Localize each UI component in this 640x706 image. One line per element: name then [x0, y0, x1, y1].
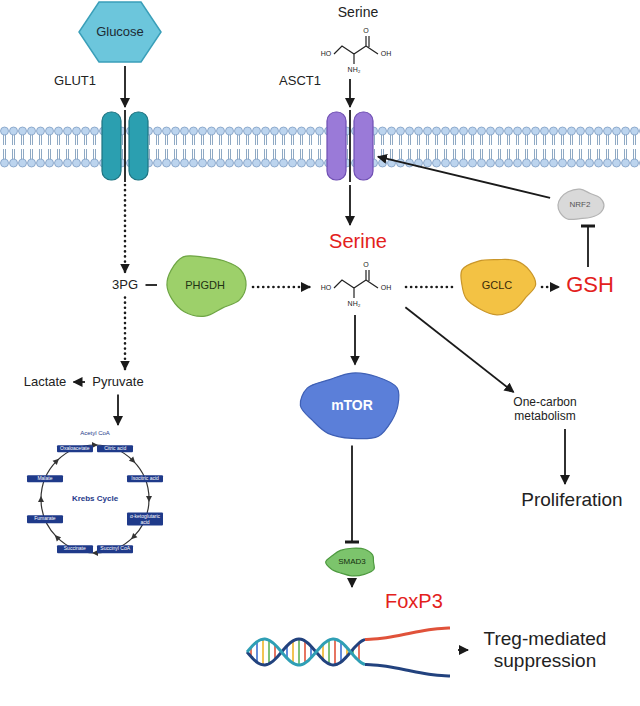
pathway-arrow — [351, 582, 353, 587]
transporter-shape — [100, 110, 150, 182]
transporter: GLUT1 — [100, 110, 150, 182]
atom-label: HO — [321, 284, 332, 292]
cycle-intermediate: Citric acid — [97, 445, 133, 453]
pathway-arrow — [74, 381, 86, 383]
node-text: Treg-mediated suppression — [475, 628, 615, 672]
node-text: NRF2 — [570, 200, 591, 209]
node-text: GCLC — [482, 279, 513, 292]
inhibition-arrow — [587, 226, 589, 267]
transporter-shape — [325, 110, 375, 182]
cell-membrane — [0, 126, 640, 168]
node-text: Serine — [338, 4, 378, 20]
node-text: ASCT1 — [261, 74, 321, 89]
pathway-arrow — [117, 395, 119, 426]
node-text: One-carbon metabolism — [495, 396, 595, 424]
node-text: Krebs Cycle — [72, 494, 118, 503]
node-text: 3PG — [112, 278, 138, 293]
nrf2-protein: NRF2 — [553, 187, 607, 223]
node-text: GSH — [566, 272, 614, 297]
node-text: Glucose — [96, 25, 144, 40]
atom-label: HO — [321, 50, 332, 58]
cycle-intermediate: Acetyl CoA — [80, 430, 110, 437]
transporter: ASCT1 — [325, 110, 375, 182]
dna-gene: FoxP3 — [235, 590, 455, 690]
metabolite: 3PG — [108, 276, 143, 295]
pathway-arrow — [146, 284, 158, 286]
node-text: Proliferation — [521, 489, 622, 511]
inhibition-arrow — [351, 446, 353, 543]
outcome-label: Treg-mediated suppression — [471, 626, 619, 674]
cycle-intermediate: Succinyl CoA — [97, 545, 133, 553]
atom-label: OH — [381, 284, 392, 292]
cycle-intermediate: α-ketoglutaric acid — [127, 513, 163, 526]
node-text: FoxP3 — [385, 590, 455, 613]
pathway-arrow — [253, 286, 310, 289]
metabolite: Lactate — [20, 373, 71, 392]
node-text: SMAD3 — [338, 557, 366, 566]
pathway-arrow — [564, 429, 566, 484]
serine-structure — [334, 270, 378, 298]
atom-label: NH₂ — [348, 66, 361, 74]
smad3-protein: SMAD3 — [324, 545, 380, 579]
pathway-arrow — [405, 307, 513, 392]
pathway-arrow — [124, 185, 127, 273]
node-text: Serine — [329, 230, 387, 253]
node-text: Pyruvate — [92, 375, 143, 390]
cycle-intermediate: Isocitric acid — [127, 475, 163, 483]
atom-label: O — [363, 261, 368, 269]
pathway-arrow — [458, 649, 468, 651]
enzyme-blob: PHGDH — [160, 251, 250, 319]
metabolite: Pyruvate — [88, 373, 148, 392]
serine-structure — [334, 36, 378, 64]
pathway-arrow — [354, 315, 356, 365]
serine-molecule-box: Serine — [318, 2, 398, 76]
pathway-label: One-carbon metabolism — [491, 394, 599, 426]
pathway-arrow — [542, 286, 559, 289]
atom-label: NH₂ — [348, 300, 361, 308]
mtor-protein: mTOR — [297, 368, 407, 443]
node-text: PHGDH — [185, 279, 225, 292]
node-text: GLUT1 — [36, 74, 96, 89]
pathway-arrow — [349, 185, 351, 225]
glucose-hexagon: Glucose — [78, 1, 162, 63]
node-text: Lactate — [24, 375, 67, 390]
cycle-intermediate: Fumarate — [27, 515, 63, 523]
pathway-arrow — [349, 79, 351, 107]
pathway-arrow — [406, 286, 452, 289]
cycle-intermediate: Oxaloacetate — [57, 445, 93, 453]
cycle-intermediate: Succinate — [57, 545, 93, 553]
pathway-arrow — [124, 298, 127, 370]
pathway-arrow — [124, 66, 126, 107]
atom-label: O — [363, 27, 368, 35]
atom-label: OH — [381, 50, 392, 58]
outcome-label: Proliferation — [517, 487, 627, 513]
metabolite: GSH — [562, 270, 618, 300]
cycle-intermediate: Malate — [27, 475, 63, 483]
pathway-arrow — [378, 157, 550, 198]
krebs-cycle: Krebs Cycle — [18, 428, 172, 570]
node-text: mTOR — [331, 397, 373, 413]
enzyme-blob: GCLC — [455, 253, 539, 317]
